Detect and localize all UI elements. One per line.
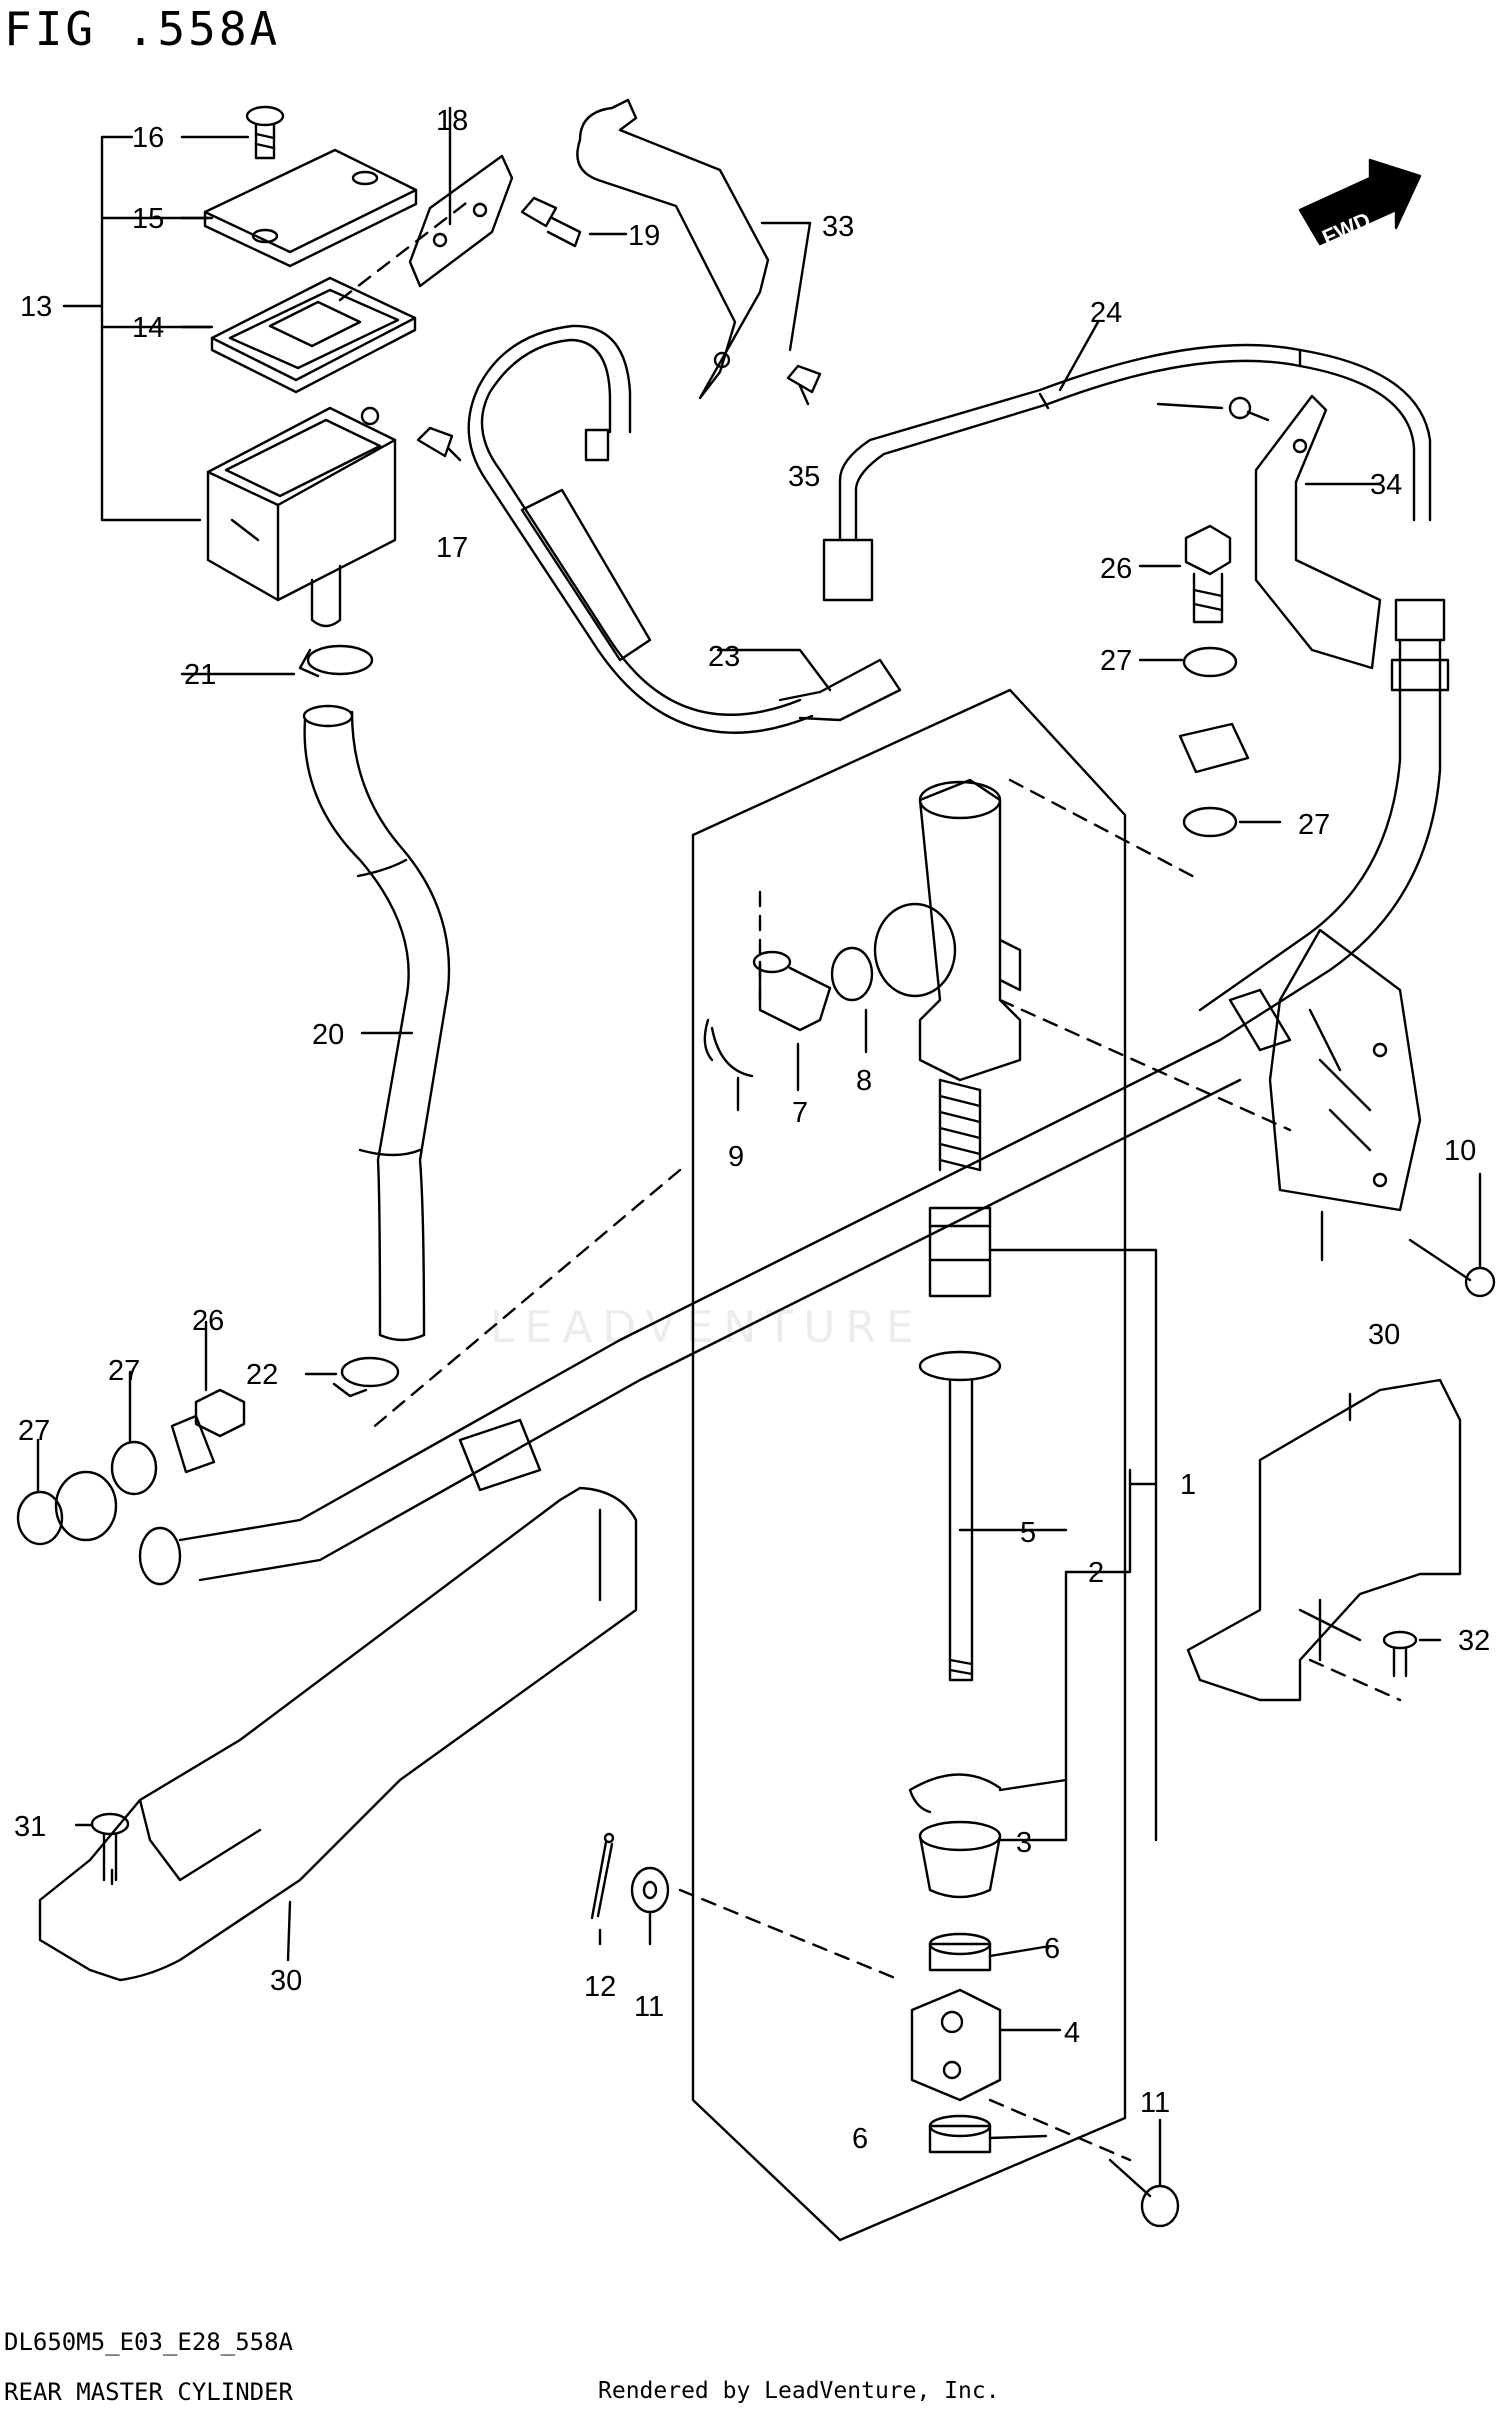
callout-26-top: 26 <box>1100 553 1132 585</box>
callout-6-upper: 6 <box>1044 1933 1060 1965</box>
long-brake-hose-icon <box>138 1038 1242 1586</box>
piston-icon <box>928 1206 992 1298</box>
cotter-pin-13-icon <box>590 1832 615 1920</box>
hose-guard-35-icon <box>1268 928 1422 1212</box>
bracket-32-icon <box>1254 394 1382 670</box>
callout-27-low-b: 27 <box>18 1415 50 1447</box>
nut-6-upper-icon <box>928 1932 992 1972</box>
reservoir-cap-icon <box>203 148 418 268</box>
assembly-frame <box>691 688 1127 2242</box>
callout-14: 13 <box>20 291 52 323</box>
master-cylinder-body-icon <box>873 778 1022 1082</box>
callout-32: 34 <box>1370 469 1402 501</box>
callout-21: 20 <box>312 1019 344 1051</box>
callout-labels: 16 15 13 14 18 19 17 21 20 33 35 23 24 3… <box>14 105 1490 2155</box>
bracket-19-icon <box>408 154 514 288</box>
leader-lines <box>36 106 1482 2188</box>
callout-6-lower: 6 <box>852 2123 868 2155</box>
washer-27-lower-a-icon <box>110 1440 158 1496</box>
callout-24: 23 <box>708 641 740 673</box>
banjo-bolt-26-icon <box>1184 524 1232 624</box>
callout-30-left: 31 <box>14 1811 46 1843</box>
hose-end-icon <box>54 1470 118 1542</box>
callout-2: 2 <box>1088 1557 1104 1589</box>
bolt-33-icon <box>786 364 822 406</box>
callout-27-low-a: 27 <box>108 1355 140 1387</box>
cover-28-icon <box>38 1486 638 1982</box>
callout-3: 3 <box>1016 1827 1032 1859</box>
screw-17-icon <box>245 105 285 160</box>
reservoir-icon <box>206 406 397 628</box>
push-rod-5-icon <box>918 1350 1002 1682</box>
figure-title: FIG .558A <box>4 2 281 56</box>
render-credit: Rendered by LeadVenture, Inc. <box>598 2378 1000 2404</box>
clevis-4-icon <box>910 1988 1002 2102</box>
brake-pipe-25-icon <box>822 343 1432 602</box>
brake-hose-24-icon <box>467 324 902 734</box>
bolt-34-icon <box>1228 396 1270 422</box>
callout-28: 30 <box>270 1965 302 1997</box>
connector-7-icon <box>752 950 832 1032</box>
diaphragm-icon <box>210 276 417 394</box>
callout-23: 22 <box>246 1359 278 1391</box>
callout-10: 10 <box>1444 1135 1476 1167</box>
callout-8: 8 <box>856 1065 872 1097</box>
figure-code: DL650M5_E03_E28_558A <box>4 2328 293 2356</box>
washer-27-lower-b-icon <box>16 1490 64 1546</box>
callout-20: 19 <box>628 220 660 252</box>
washer-27-mid-icon <box>1182 806 1238 838</box>
reference-lines <box>110 198 1402 2162</box>
bracket-31-icon <box>576 98 770 400</box>
callout-33: 35 <box>788 461 820 493</box>
clamp-23-icon <box>332 1356 400 1398</box>
callout-9: 9 <box>728 1141 744 1173</box>
washer-27-top-icon <box>1182 646 1238 678</box>
callout-31: 33 <box>822 211 854 243</box>
pin-11-icon <box>1108 2158 1180 2228</box>
callout-13: 12 <box>584 1971 616 2003</box>
bolt-20-icon <box>520 196 582 248</box>
washer-12-icon <box>630 1866 670 1914</box>
figure-name: REAR MASTER CYLINDER <box>4 2378 293 2406</box>
spring-icon <box>938 1078 982 1172</box>
boot-3-icon <box>918 1820 1002 1899</box>
cover-29-icon <box>1186 1378 1462 1702</box>
nut-6-lower-icon <box>928 2114 992 2154</box>
bolt-18-icon <box>416 426 462 462</box>
callout-22: 21 <box>184 659 216 691</box>
callout-26-low: 26 <box>192 1305 224 1337</box>
callout-11: 11 <box>1140 2087 1170 2119</box>
callout-12: 11 <box>634 1991 664 2023</box>
callout-27-top: 27 <box>1100 645 1132 677</box>
circlip-9-icon <box>703 1018 754 1078</box>
callout-4: 4 <box>1064 2017 1080 2049</box>
callout-30-right: 32 <box>1458 1625 1490 1657</box>
bolt-10-icon <box>1408 1238 1496 1298</box>
callout-5: 5 <box>1020 1517 1036 1549</box>
clamp-22-icon <box>298 644 374 678</box>
screw-30-right-icon <box>1382 1630 1418 1678</box>
callout-17: 16 <box>132 122 164 154</box>
fwd-arrow-icon <box>1298 158 1422 246</box>
callout-27-mid: 27 <box>1298 809 1330 841</box>
watermark: LEADVENTURE <box>490 1302 924 1353</box>
banjo-bolt-26-lower-icon <box>170 1388 246 1474</box>
circlip-2-icon <box>908 1773 1002 1814</box>
callout-29: 30 <box>1368 1319 1400 1351</box>
callout-15: 14 <box>132 312 164 344</box>
screw-30-left-icon <box>90 1812 130 1882</box>
callout-18: 17 <box>436 532 468 564</box>
callout-16: 15 <box>132 203 164 235</box>
hose-pipe-icon <box>1198 598 1450 1052</box>
callout-7: 7 <box>792 1097 808 1129</box>
hose-fitting-icon <box>1178 722 1250 774</box>
hose-21-icon <box>302 704 451 1342</box>
callout-19: 18 <box>436 105 468 137</box>
callout-1: 1 <box>1180 1469 1196 1501</box>
bracket-14 <box>62 135 212 522</box>
callout-25: 24 <box>1090 297 1122 329</box>
o-ring-8-icon <box>830 946 874 1002</box>
